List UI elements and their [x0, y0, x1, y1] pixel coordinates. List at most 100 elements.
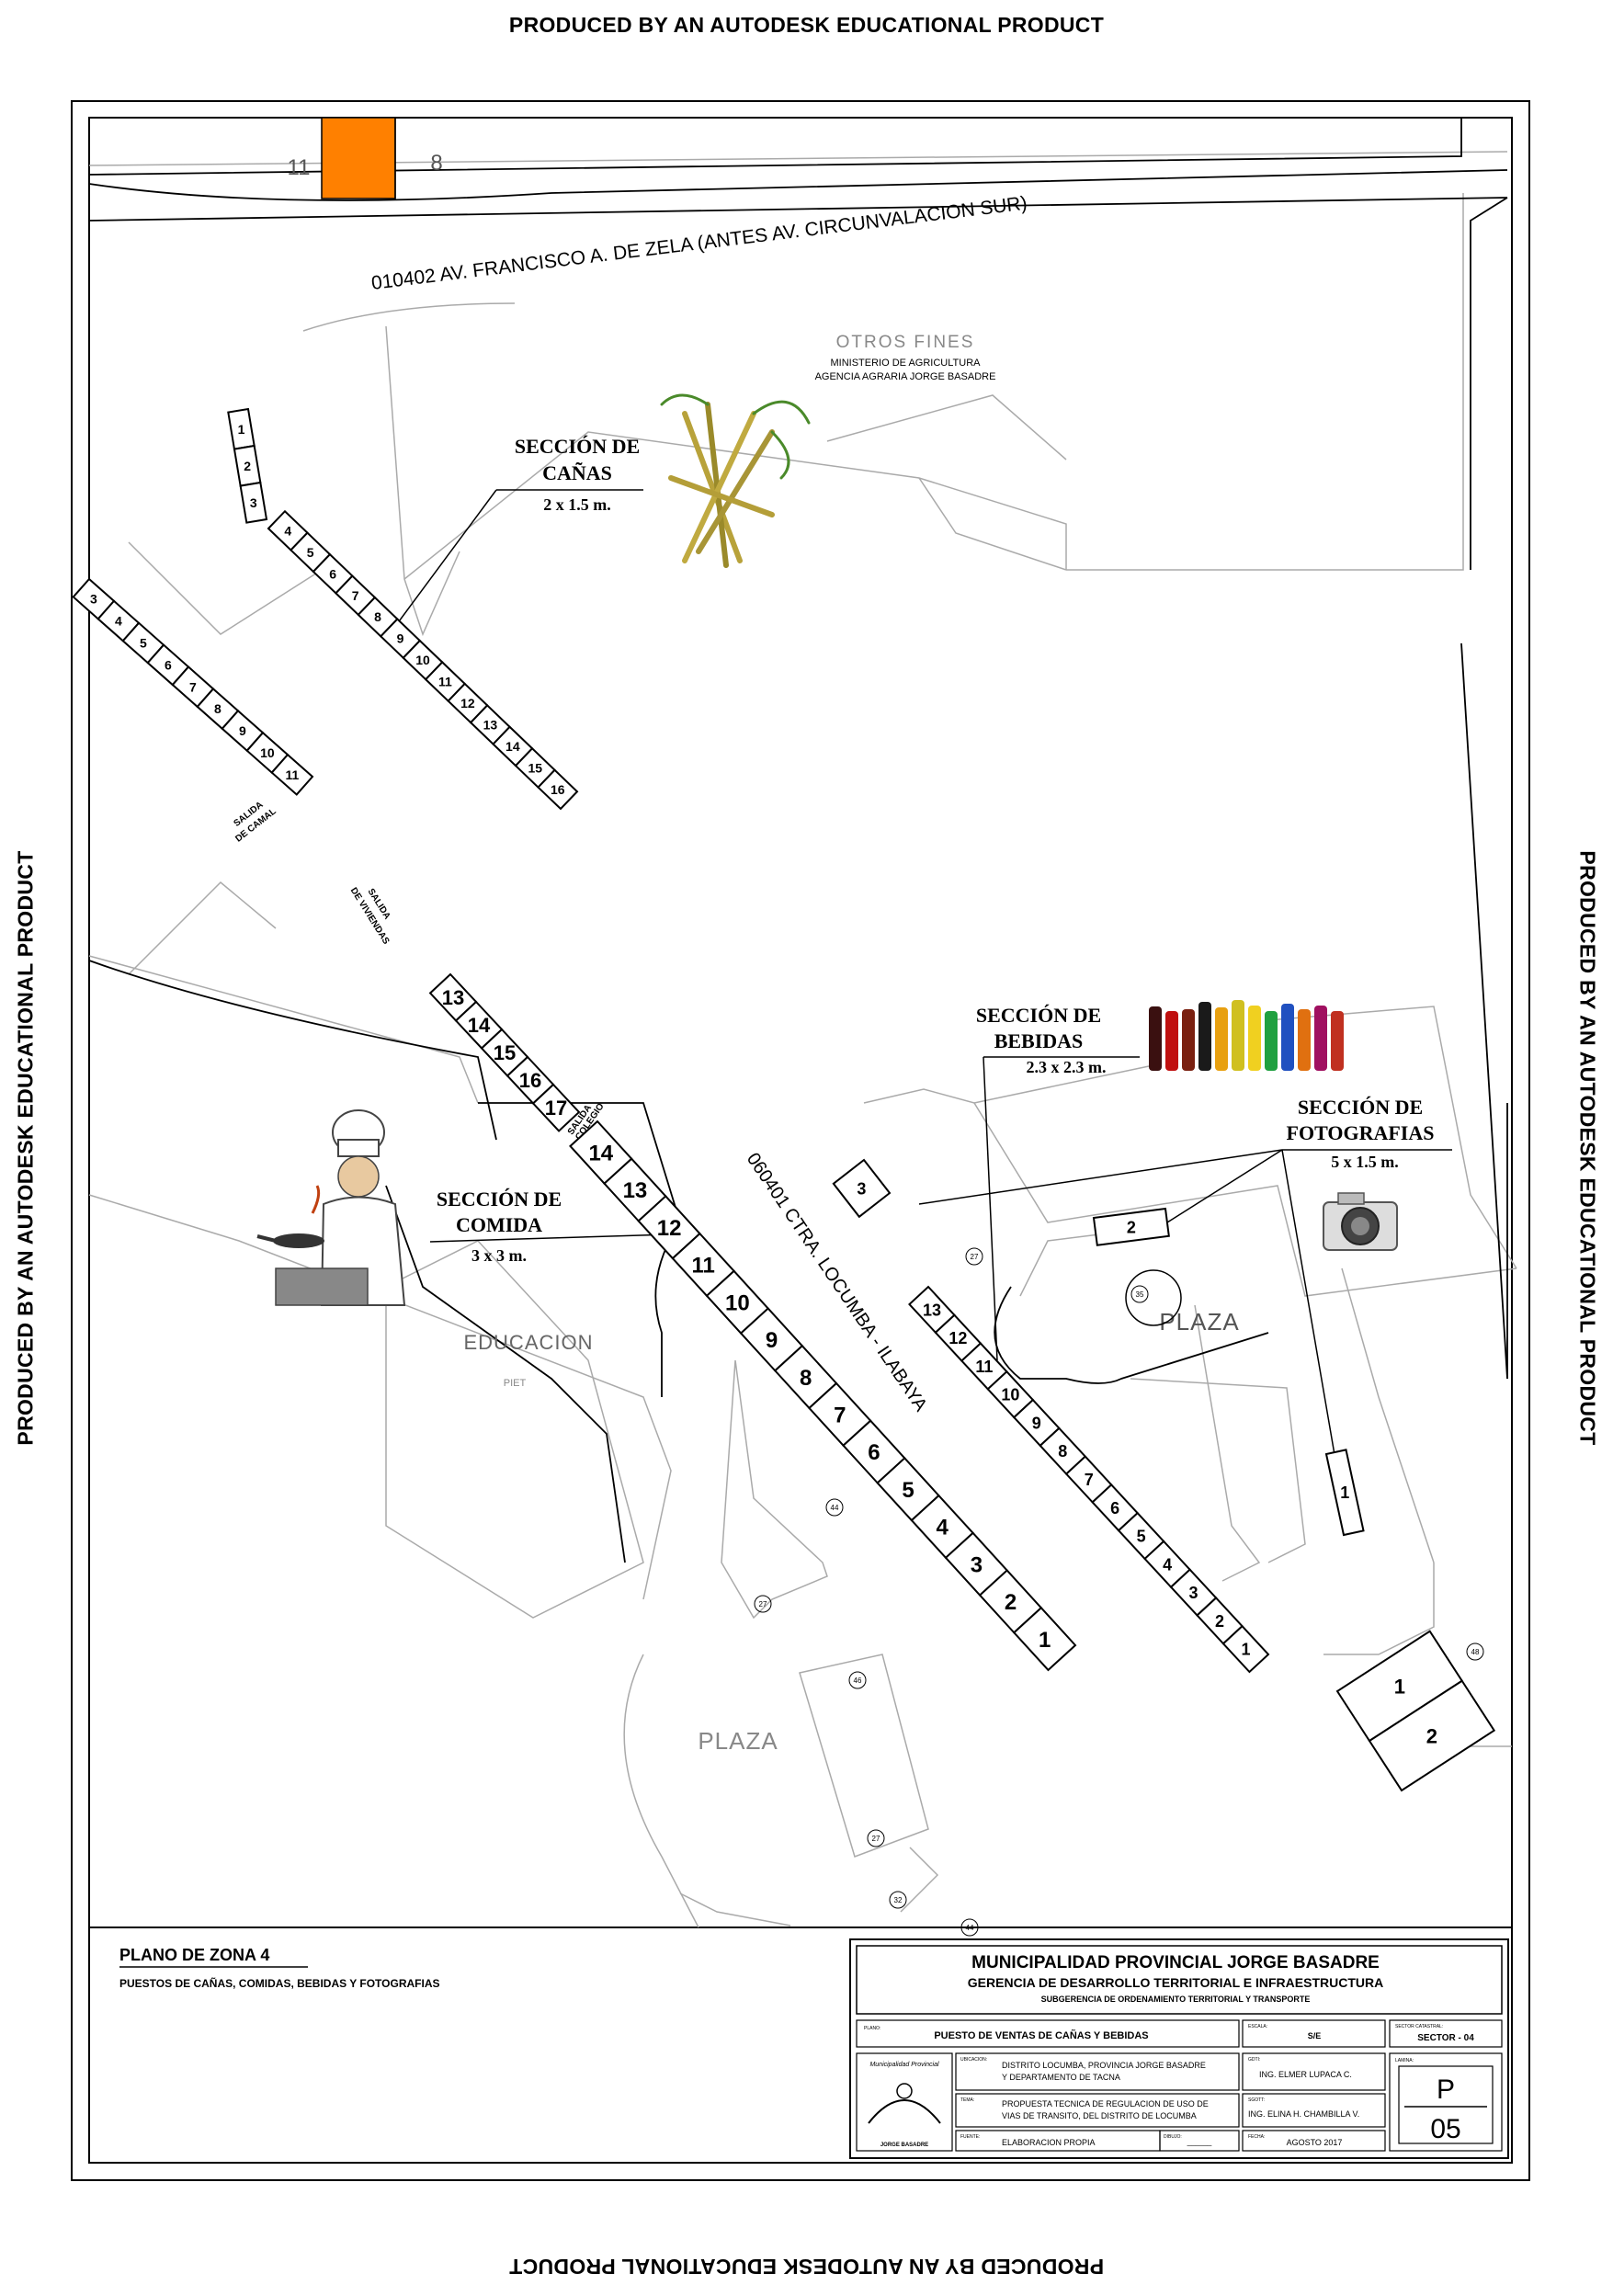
- orange-lot: [321, 117, 396, 199]
- stall-number: 10: [1001, 1386, 1019, 1404]
- svg-text:CAÑAS: CAÑAS: [542, 461, 612, 484]
- stall-number: 15: [494, 1041, 516, 1064]
- stall-number: 3: [250, 495, 257, 510]
- svg-text:PROPUESTA TECNICA DE REGULACIO: PROPUESTA TECNICA DE REGULACION DE USO D…: [1002, 2099, 1209, 2108]
- camera-icon: [1323, 1192, 1398, 1251]
- salida-viviendas-label: SALIDA DE VIVIENDAS: [348, 886, 392, 947]
- stall-row-curve: 123: [227, 407, 268, 524]
- stall-box: [270, 753, 314, 796]
- svg-text:BEBIDAS: BEBIDAS: [994, 1029, 1084, 1052]
- lot-number-11: 11: [288, 155, 311, 180]
- salida-camal-label: SALIDA DE CAMAL: [232, 800, 278, 844]
- svg-text:27: 27: [872, 1835, 880, 1843]
- stall-number: 14: [505, 739, 520, 754]
- stall-box: [537, 768, 579, 811]
- stall-foto-1: 1: [1324, 1449, 1365, 1537]
- stall-number: 3: [971, 1552, 983, 1577]
- svg-text:35: 35: [1136, 1290, 1144, 1299]
- stall-number: 13: [442, 986, 464, 1009]
- svg-text:44: 44: [831, 1504, 839, 1512]
- stall-number: 11: [438, 675, 452, 689]
- stall-number: 5: [1137, 1528, 1146, 1546]
- stall-box: [531, 1083, 581, 1132]
- svg-text:SECCIÓN DE: SECCIÓN DE: [437, 1188, 562, 1211]
- section-comida: SECCIÓN DE COMIDA 3 x 3 m.: [429, 1188, 672, 1265]
- stall-number: 5: [307, 545, 314, 560]
- stall-number: 4: [937, 1516, 949, 1540]
- svg-text:DISTRITO LOCUMBA, PROVINCIA JO: DISTRITO LOCUMBA, PROVINCIA JORGE BASADR…: [1002, 2061, 1206, 2070]
- stall-number: 13: [483, 718, 498, 733]
- stall-box: [1324, 1449, 1365, 1537]
- stall-number: 4: [1163, 1555, 1172, 1574]
- stall-number: 11: [285, 767, 299, 782]
- stall-number: 2: [1005, 1590, 1017, 1615]
- lot-number-8: 8: [430, 151, 442, 176]
- stall-number: 16: [551, 782, 565, 797]
- beverages-icon: [1149, 1000, 1344, 1071]
- svg-text:SECCIÓN DE: SECCIÓN DE: [515, 435, 640, 458]
- muni-name: MUNICIPALIDAD PROVINCIAL JORGE BASADRE: [971, 1953, 1380, 1972]
- svg-text:JORGE BASADRE: JORGE BASADRE: [880, 2143, 928, 2148]
- stall-number: 9: [239, 723, 246, 738]
- agencia-label: AGENCIA AGRARIA JORGE BASADRE: [815, 371, 996, 382]
- stall-number: 8: [374, 609, 381, 624]
- stall-box: [1221, 1624, 1270, 1674]
- svg-text:FECHA:: FECHA:: [1248, 2134, 1265, 2140]
- otros-fines-label: OTROS FINES: [836, 333, 975, 352]
- watermark-top: PRODUCED BY AN AUTODESK EDUCATIONAL PROD…: [508, 13, 1105, 37]
- stall-box: [1368, 1679, 1496, 1792]
- stall-number: 2: [244, 459, 251, 473]
- stall-number: 12: [657, 1216, 682, 1241]
- svg-text:27: 27: [971, 1253, 979, 1261]
- lamina-letter: P: [1437, 2074, 1455, 2105]
- svg-text:SECTOR - 04: SECTOR - 04: [1417, 2033, 1474, 2043]
- stall-number: 6: [165, 657, 172, 672]
- puestos-subtitle: PUESTOS DE CAÑAS, COMIDAS, BEBIDAS Y FOT…: [119, 1976, 440, 1990]
- svg-text:ING. ELINA H. CHAMBILLA V.: ING. ELINA H. CHAMBILLA V.: [1248, 2109, 1359, 2119]
- svg-text:SECCIÓN DE: SECCIÓN DE: [976, 1004, 1101, 1027]
- stall-number: 14: [468, 1014, 491, 1037]
- stall-number: 10: [415, 653, 430, 667]
- stall-number: 7: [1085, 1471, 1094, 1489]
- stall-number: 1: [1394, 1675, 1405, 1698]
- stall-number: 6: [1110, 1499, 1119, 1517]
- stall-number: 5: [140, 635, 147, 650]
- svg-text:SECCIÓN DE: SECCIÓN DE: [1298, 1096, 1423, 1119]
- inner-frame: [88, 117, 1513, 2164]
- stall-foto-2: 2: [1092, 1207, 1170, 1246]
- svg-text:UBICACION:: UBICACION:: [960, 2057, 987, 2063]
- svg-text:ING. ELMER LUPACA C.: ING. ELMER LUPACA C.: [1259, 2070, 1352, 2079]
- stall-number: 12: [460, 696, 475, 710]
- stall-box: [1012, 1606, 1077, 1672]
- stall-number: 8: [214, 701, 222, 716]
- stall-number: 13: [623, 1178, 648, 1203]
- svg-text:VIAS DE TRANSITO, DEL DISTRITO: VIAS DE TRANSITO, DEL DISTRITO DE LOCUMB…: [1002, 2111, 1197, 2120]
- plaza-circle: [1125, 1269, 1182, 1326]
- stall-number: 7: [189, 679, 197, 694]
- svg-text:SGOTT:: SGOTT:: [1248, 2097, 1265, 2103]
- stall-box: [832, 1158, 892, 1219]
- stall-number: 5: [902, 1478, 914, 1503]
- stall-number: 1: [1039, 1628, 1051, 1653]
- stall-number: 1: [1241, 1641, 1250, 1659]
- svg-text:AGOSTO 2017: AGOSTO 2017: [1287, 2138, 1343, 2147]
- stall-number: 9: [766, 1328, 778, 1353]
- stall-row-bottom-right: 12: [1335, 1630, 1496, 1792]
- stall-number: 11: [692, 1254, 715, 1279]
- svg-text:COMIDA: COMIDA: [456, 1213, 542, 1236]
- stall-number: 17: [545, 1097, 567, 1120]
- stall-number: 15: [528, 760, 543, 775]
- stall-number: 4: [115, 614, 122, 629]
- street-north-label: 010402 AV. FRANCISCO A. DE ZELA (ANTES A…: [370, 193, 1028, 294]
- svg-text:PUESTO DE VENTAS DE CAÑAS Y BE: PUESTO DE VENTAS DE CAÑAS Y BEBIDAS: [934, 2029, 1148, 2041]
- stall-number: 9: [397, 631, 404, 646]
- educacion-label: EDUCACION: [463, 1331, 593, 1354]
- svg-text:2.3 x 2.3 m.: 2.3 x 2.3 m.: [1027, 1058, 1107, 1076]
- stall-number: 12: [948, 1329, 967, 1347]
- svg-text:48: 48: [1471, 1648, 1480, 1656]
